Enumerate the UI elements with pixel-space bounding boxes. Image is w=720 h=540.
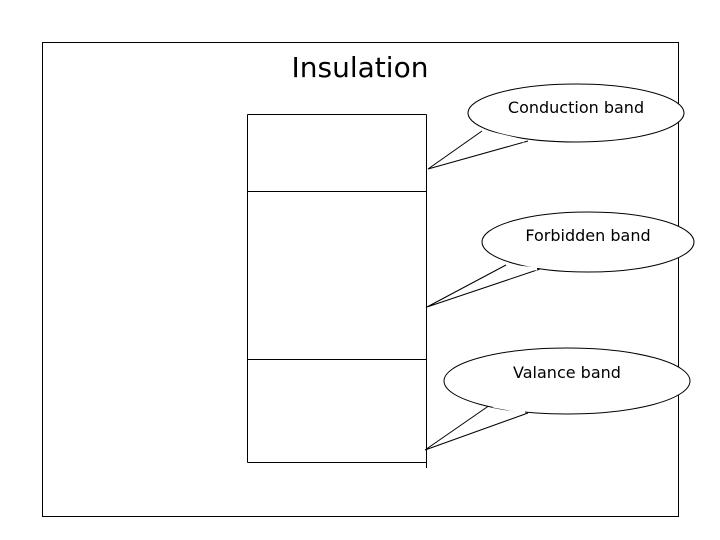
callout-forbidden-pointer [426, 264, 541, 308]
callout-conduction-band: Conduction band [427, 83, 685, 170]
callout-valance-mask [492, 404, 526, 414]
callout-conduction-mask [485, 130, 525, 143]
callout-conduction-bubble [467, 83, 685, 143]
callout-forbidden-label: Forbidden band [525, 226, 650, 245]
band-stack [247, 114, 427, 468]
diagram-title: Insulation [292, 51, 429, 84]
callout-valance-bubble [443, 347, 691, 415]
callout-valance-label: Valance band [513, 363, 621, 382]
callout-forbidden-band: Forbidden band [426, 211, 695, 308]
callout-conduction-pointer [427, 130, 529, 170]
callout-forbidden-mask [508, 264, 538, 271]
callout-forbidden-bubble [481, 211, 695, 273]
callout-valance-band: Valance band [424, 347, 691, 451]
callout-conduction-label: Conduction band [508, 98, 644, 117]
callout-valance-pointer [424, 404, 529, 451]
